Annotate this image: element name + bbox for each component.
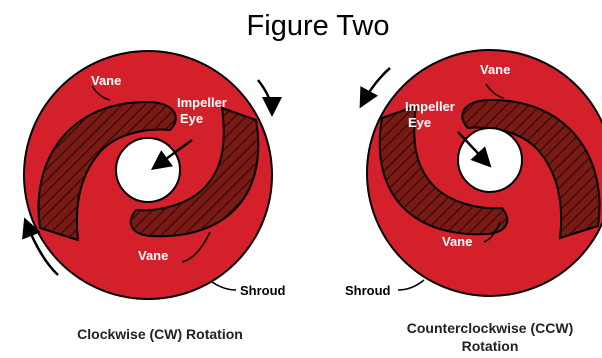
ccw-impeller-eye-label-2: Eye — [408, 115, 431, 130]
ccw-lower-vane — [378, 104, 509, 236]
ccw-shroud-leader — [397, 279, 425, 291]
ccw-vane-top-label: Vane — [480, 62, 510, 77]
ccw-impeller-eye — [457, 127, 523, 193]
cw-rotation-arrow-top — [257, 79, 282, 117]
cw-vane-top-leader — [91, 85, 111, 101]
cw-vane-top-label: Vane — [91, 73, 121, 88]
cw-vane-bottom-label: Vane — [138, 248, 168, 263]
ccw-upper-vane — [461, 98, 601, 240]
ccw-impeller — [359, 49, 602, 297]
cw-caption: Clockwise (CW) Rotation — [77, 326, 243, 342]
cw-upper-vane — [37, 100, 177, 242]
cw-impeller-eye — [115, 137, 181, 203]
cw-impeller — [22, 50, 282, 300]
ccw-vane-bottom-label: Vane — [442, 234, 472, 249]
figure-title: Figure Two — [247, 10, 390, 42]
cw-vane-bottom-leader — [181, 231, 211, 263]
ccw-eye-arrow — [457, 131, 492, 168]
cw-impeller-eye-label-1: Impeller — [177, 95, 227, 110]
ccw-impeller-eye-label-1: Impeller — [405, 99, 455, 114]
cw-eye-arrow — [150, 138, 193, 170]
ccw-shroud-label: Shroud — [345, 283, 391, 298]
cw-shroud-label: Shroud — [240, 283, 286, 298]
ccw-caption-line-2: Rotation — [462, 338, 519, 354]
cw-impeller-eye-label-2: Eye — [180, 111, 203, 126]
cw-shroud-leader — [211, 281, 237, 291]
ccw-vane-bottom-leader — [483, 221, 501, 243]
ccw-vane-top-leader — [485, 83, 505, 99]
cw-lower-vane — [129, 106, 260, 238]
ccw-rotation-arrow-top — [359, 67, 391, 109]
ccw-caption-line-1: Counterclockwise (CCW) — [407, 320, 573, 336]
cw-rotation-arrow-bottom — [22, 217, 59, 276]
